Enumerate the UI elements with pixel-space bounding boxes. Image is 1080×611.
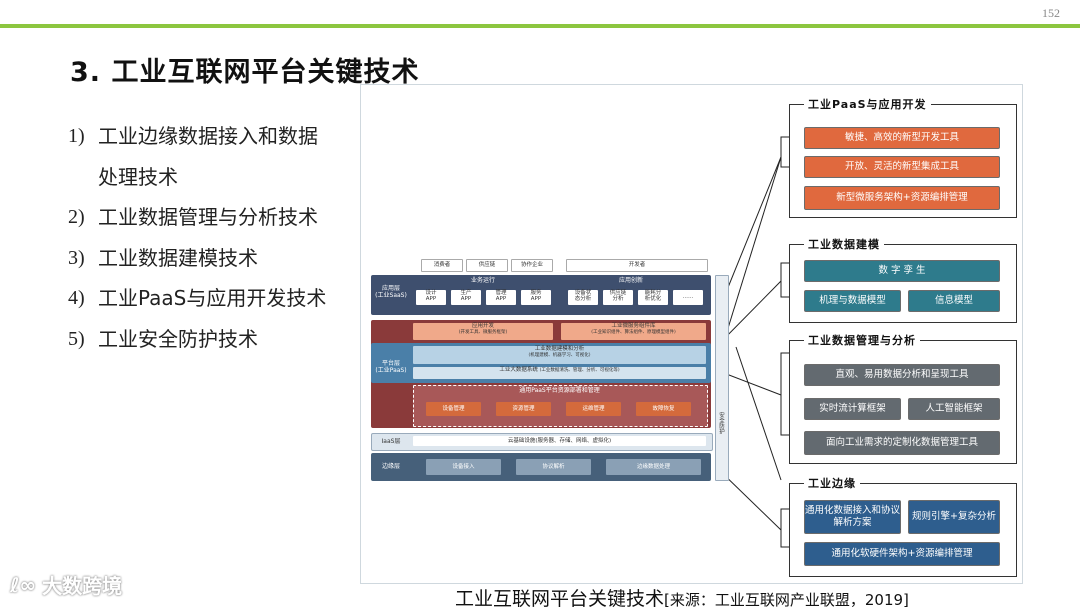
- app-energy-analysis: 能耗分 析优化: [638, 290, 668, 305]
- security-sidebar: 安全防护: [715, 275, 729, 481]
- top-accent-bar: [0, 24, 1080, 28]
- paas-ops-mgmt: 运维管理: [566, 402, 621, 416]
- edge-protocol: 协议解析: [516, 459, 591, 475]
- business-ops-label: 业务运行: [470, 277, 495, 284]
- item-custom-data-tools: 面向工业需求的定制化数据管理工具: [804, 431, 1000, 455]
- tech-list: 1)工业边缘数据接入和数据处理技术 2)工业数据管理与分析技术 3)工业数据建模…: [68, 116, 328, 359]
- caption-source: [来源：工业互联网产业联盟，2019]: [664, 591, 909, 609]
- group-title: 工业数据建模: [804, 236, 884, 252]
- caption-main: 工业互联网平台关键技术: [455, 588, 665, 610]
- item-data-access: 通用化数据接入和协议解析方案: [804, 500, 901, 534]
- group-title: 工业边缘: [804, 475, 860, 491]
- architecture-figure: 消费者 供应链 协作企业 开发者 应用层 (工业SaaS) 业务运行 应用创新 …: [360, 84, 1023, 584]
- paas-fault-recovery: 故障恢复: [636, 402, 691, 416]
- brand-logo: ℓ∞ 大数跨境: [10, 570, 122, 599]
- user-developers: 开发者: [566, 259, 708, 272]
- app-service: 服务 APP: [521, 290, 551, 305]
- item-microservice-arch: 新型微服务架构+资源编排管理: [804, 186, 1000, 210]
- iaas-label: IaaS层: [381, 438, 401, 445]
- paas-device-mgmt: 设备管理: [426, 402, 481, 416]
- app-production: 生产 APP: [451, 290, 481, 305]
- modeling-box: 工业数据建模和分析(机理建模、机器学习、可视化): [413, 346, 706, 364]
- item-rule-engine: 规则引擎+复杂分析: [908, 500, 1000, 534]
- app-layer-label: 应用层 (工业SaaS): [375, 285, 407, 299]
- edge-device-access: 设备接入: [426, 459, 501, 475]
- group-data-modeling: 工业数据建模 数 字 孪 生 机理与数据模型 信息模型: [789, 236, 1017, 323]
- list-item: 1)工业边缘数据接入和数据处理技术: [68, 124, 318, 189]
- group-paas-dev: 工业PaaS与应用开发 敏捷、高效的新型开发工具 开放、灵活的新型集成工具 新型…: [789, 96, 1017, 218]
- item-ai-framework: 人工智能框架: [908, 398, 1000, 420]
- item-mechanism-model: 机理与数据模型: [804, 290, 901, 312]
- user-partners: 协作企业: [511, 259, 553, 272]
- logo-text: 大数跨境: [42, 574, 123, 598]
- iaas-text: 云基础设施(服务器、存储、网络、虚拟化): [413, 436, 706, 446]
- app-device-analysis: 设备状 态分析: [568, 290, 598, 305]
- item-digital-twin: 数 字 孪 生: [804, 260, 1000, 282]
- list-item: 5)工业安全防护技术: [68, 326, 258, 351]
- group-data-mgmt: 工业数据管理与分析 直观、易用数据分析和呈现工具 实时流计算框架 人工智能框架 …: [789, 332, 1017, 464]
- bigdata-box: 工业大数据系统 (工业数据清洗、管理、分析、可视化等): [413, 367, 706, 379]
- paas-resource-mgmt: 资源管理: [496, 402, 551, 416]
- architecture-stack: 消费者 供应链 协作企业 开发者 应用层 (工业SaaS) 业务运行 应用创新 …: [371, 255, 731, 487]
- paas-mgmt-label: 通用PaaS平台资源部署和管理: [519, 387, 600, 394]
- slide-title: 3. 工业互联网平台关键技术: [70, 57, 420, 88]
- app-innovation-label: 应用创新: [618, 277, 643, 284]
- platform-layer-label: 平台层 (工业PaaS): [375, 360, 407, 374]
- item-info-model: 信息模型: [908, 290, 1000, 312]
- group-edge: 工业边缘 通用化数据接入和协议解析方案 规则引擎+复杂分析 通用化软硬件架构+资…: [789, 475, 1017, 577]
- micro-lib-box: 工业微服务组件库(工业知识组件、算法组件、原理模型组件): [561, 323, 706, 340]
- list-item: 4)工业PaaS与应用开发技术: [68, 286, 327, 310]
- logo-icon: ℓ∞: [10, 572, 37, 597]
- group-title: 工业PaaS与应用开发: [804, 96, 931, 112]
- list-item: 2)工业数据管理与分析技术: [68, 205, 318, 229]
- app-more: ……: [673, 290, 703, 305]
- app-management: 管理 APP: [486, 290, 516, 305]
- edge-data-processing: 边缘数据处理: [606, 459, 701, 475]
- group-title: 工业数据管理与分析: [804, 332, 920, 348]
- figure-caption: 工业互联网平台关键技术[来源：工业互联网产业联盟，2019]: [455, 584, 909, 611]
- edge-label: 边缘层: [381, 463, 400, 470]
- item-dev-tools: 敏捷、高效的新型开发工具: [804, 127, 1000, 149]
- list-item: 3)工业数据建模技术: [68, 245, 258, 270]
- app-design: 设计 APP: [416, 290, 446, 305]
- item-analysis-tools: 直观、易用数据分析和呈现工具: [804, 364, 1000, 386]
- item-stream-framework: 实时流计算框架: [804, 398, 901, 420]
- user-supply-chain: 供应链: [466, 259, 508, 272]
- page-number: 152: [1042, 6, 1060, 20]
- item-hw-sw-arch: 通用化软硬件架构+资源编排管理: [804, 542, 1000, 566]
- user-consumer: 消费者: [421, 259, 463, 272]
- item-integration-tools: 开放、灵活的新型集成工具: [804, 156, 1000, 178]
- app-dev-box: 应用开发(开发工具、微服务框架): [413, 323, 553, 340]
- app-supply-analysis: 供应链 分析: [603, 290, 633, 305]
